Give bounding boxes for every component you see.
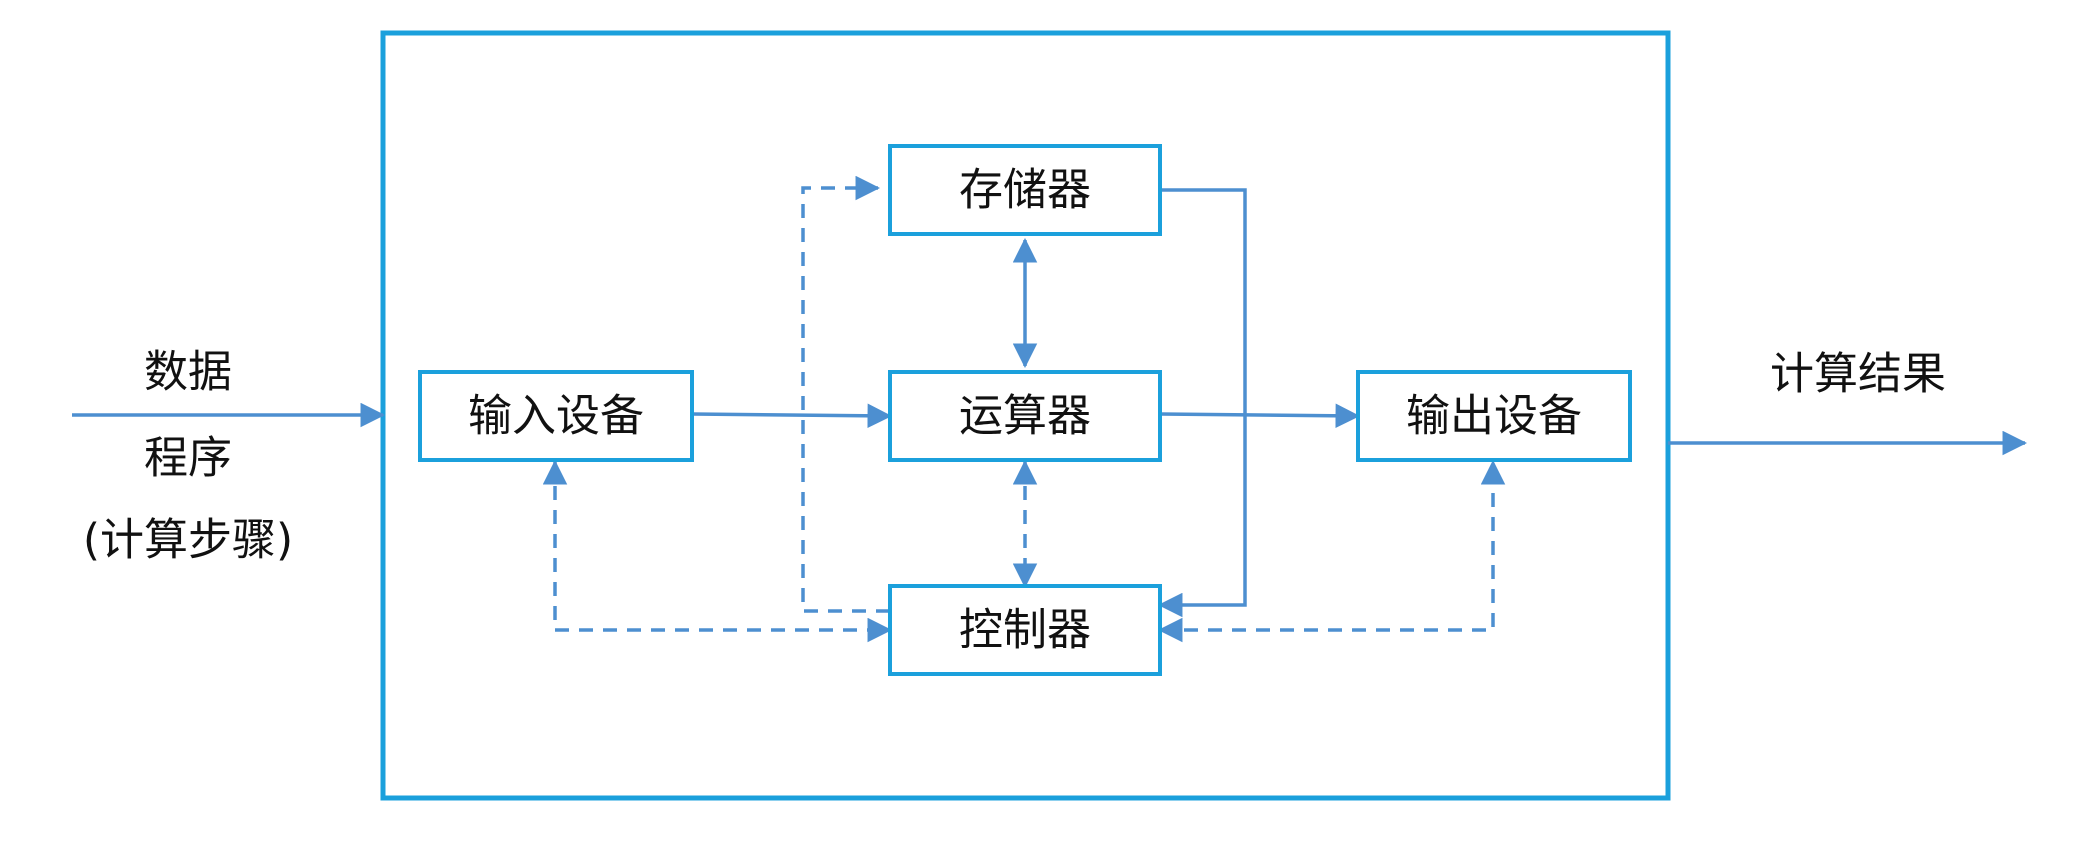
control-label: 控制器 — [959, 605, 1091, 656]
input-device-node: 输入设备 — [418, 370, 694, 462]
arrow-alu-to-output — [1159, 403, 1361, 429]
output-device-node: 输出设备 — [1356, 370, 1632, 462]
input-device-box — [418, 370, 694, 462]
arrow-input-to-alu — [691, 403, 893, 429]
dashed-control-to-input — [542, 459, 893, 643]
memory-node: 存储器 — [888, 144, 1162, 236]
alu-label: 运算器 — [959, 391, 1091, 442]
arrow-memory-to-control — [1157, 188, 1247, 618]
input-device-label: 输入设备 — [468, 391, 644, 442]
output-device-label: 输出设备 — [1406, 391, 1582, 442]
memory-label: 存储器 — [959, 165, 1091, 216]
external-input-label-steps: (计算步骤) — [83, 515, 293, 566]
dashed-control-to-output — [1157, 459, 1506, 643]
external-input-label-program: 程序 — [144, 433, 232, 484]
alu-box — [888, 370, 1162, 462]
dashed-control-to-memory — [801, 175, 890, 613]
external-input-label-data: 数据 — [144, 347, 232, 398]
control-box — [888, 584, 1162, 676]
control-node: 控制器 — [888, 584, 1162, 676]
memory-box — [888, 144, 1162, 236]
alu-node: 运算器 — [888, 370, 1162, 462]
external-output-label: 计算结果 — [1770, 349, 1946, 400]
output-device-box — [1356, 370, 1632, 462]
